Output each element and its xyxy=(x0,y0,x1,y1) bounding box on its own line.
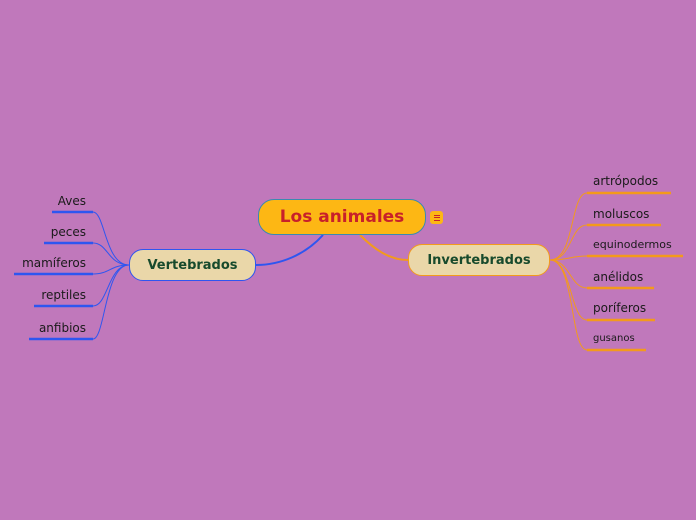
note-icon[interactable] xyxy=(430,211,443,224)
subtopic-poriferos[interactable]: poríferos xyxy=(593,301,647,315)
root-topic-label: Los animales xyxy=(279,207,405,227)
subtopic-gusanos[interactable]: gusanos xyxy=(593,333,635,344)
subtopic-aves[interactable]: Aves xyxy=(57,194,86,208)
subtopic-anfibios[interactable]: anfibios xyxy=(38,321,86,335)
subtopic-moluscos[interactable]: moluscos xyxy=(593,207,650,221)
root-topic[interactable]: Los animales xyxy=(258,199,426,235)
topic-vertebrados-label: Vertebrados xyxy=(147,257,238,273)
subtopic-artropodos[interactable]: artrópodos xyxy=(593,174,659,188)
subtopic-anelidos[interactable]: anélidos xyxy=(593,270,644,284)
subtopic-equinodermos[interactable]: equinodermos xyxy=(593,238,672,251)
topic-vertebrados[interactable]: Vertebrados xyxy=(129,249,256,281)
subtopic-peces[interactable]: peces xyxy=(50,225,86,239)
subtopic-mamiferos[interactable]: mamíferos xyxy=(22,256,86,270)
topic-invertebrados[interactable]: Invertebrados xyxy=(408,244,550,276)
subtopic-reptiles[interactable]: reptiles xyxy=(41,288,86,302)
topic-invertebrados-label: Invertebrados xyxy=(427,252,531,268)
